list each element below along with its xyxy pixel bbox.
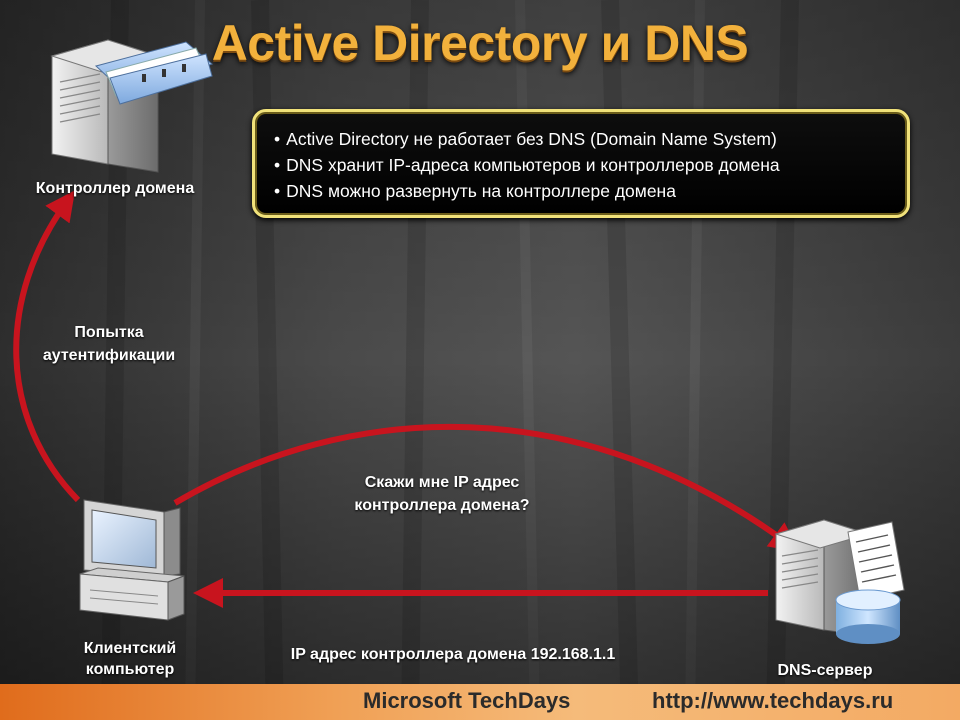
- dns-reply-label: IP адрес контроллера домена 192.168.1.1: [290, 646, 616, 663]
- query-label-line1: Скажи мне IP адрес: [364, 474, 520, 491]
- footer-bar: Microsoft TechDays http://www.techdays.r…: [0, 684, 960, 720]
- client-label-line2: компьютер: [85, 661, 175, 678]
- query-label-line2: контроллера домена?: [354, 497, 530, 514]
- dns-server-label: DNS-сервер: [777, 662, 873, 679]
- auth-arrow: [13, 190, 81, 503]
- slide-title: Active Directory и DNS: [211, 15, 749, 71]
- client-computer-label: Клиентский компьютер: [40, 638, 220, 680]
- auth-attempt-label: Попытка аутентификации: [14, 321, 204, 367]
- info-box: Active Directory не работает без DNS (Do…: [252, 109, 910, 218]
- client-computer-icon: [79, 499, 185, 621]
- auth-label-line2: аутентификации: [42, 347, 176, 364]
- info-item: DNS хранит IP-адреса компьютеров и контр…: [274, 152, 907, 178]
- dns-query-label: Скажи мне IP адрес контроллера домена?: [312, 471, 572, 517]
- footer-url: http://www.techdays.ru: [652, 688, 894, 713]
- info-item: DNS можно развернуть на контроллере доме…: [274, 178, 907, 204]
- server-directory-icon: [50, 39, 214, 173]
- dns-server-icon: [774, 519, 905, 644]
- query-arrow: [173, 423, 800, 553]
- info-item: Active Directory не работает без DNS (Do…: [274, 126, 907, 152]
- auth-label-line1: Попытка: [74, 324, 144, 341]
- footer-brand: Microsoft TechDays: [363, 688, 571, 713]
- domain-controller-label: Контроллер домена: [35, 180, 195, 197]
- client-label-line1: Клиентский: [83, 640, 177, 657]
